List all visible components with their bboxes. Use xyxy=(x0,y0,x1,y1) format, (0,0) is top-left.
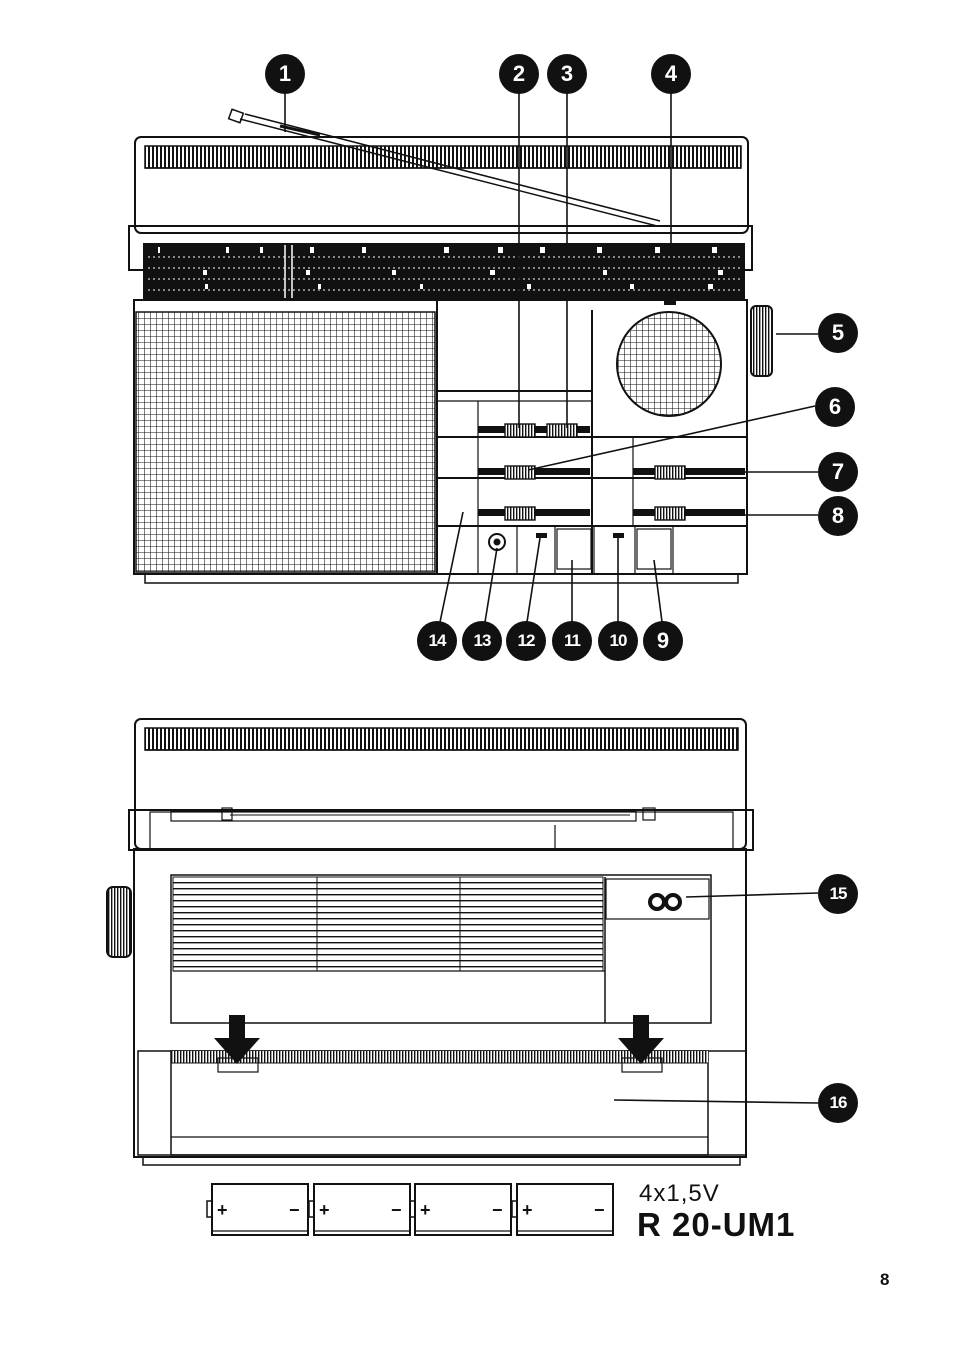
battery-cell: + − xyxy=(206,1183,309,1236)
battery-row: + − + − + − + − xyxy=(206,1183,614,1236)
slider-knob-2[interactable] xyxy=(504,423,536,438)
battery-minus: − xyxy=(492,1200,503,1220)
antenna-stowed xyxy=(170,807,656,850)
callout-15: 15 xyxy=(818,874,858,914)
radio-back-view xyxy=(106,718,754,1166)
battery-plus: + xyxy=(217,1200,228,1220)
battery-voltage-label: 4x1,5V xyxy=(639,1180,720,1207)
callout-leaders-front xyxy=(284,92,818,623)
mains-label-plate xyxy=(605,878,710,920)
arrow-down-icon xyxy=(618,1015,664,1064)
slider-knob-6[interactable] xyxy=(504,465,536,480)
callout-8: 8 xyxy=(818,496,858,536)
speaker-grille xyxy=(135,311,436,573)
slider-knob-8[interactable] xyxy=(654,506,686,521)
rear-vent xyxy=(172,876,604,972)
push-button-11[interactable] xyxy=(556,528,592,570)
push-button-9[interactable] xyxy=(636,528,672,570)
callout-leaders-back xyxy=(613,892,819,1104)
callout-13: 13 xyxy=(462,621,502,661)
callout-6: 6 xyxy=(815,387,855,427)
battery-plus: + xyxy=(522,1200,533,1220)
radio-front-view xyxy=(128,108,773,584)
infinity-icon xyxy=(648,893,682,911)
side-knob[interactable] xyxy=(750,305,773,377)
callout-5: 5 xyxy=(818,313,858,353)
tuning-scale xyxy=(143,243,745,305)
callout-10: 10 xyxy=(598,621,638,661)
slider-knob-3[interactable] xyxy=(546,423,578,438)
battery-cell: + − xyxy=(409,1183,512,1236)
indicator-10 xyxy=(613,533,624,538)
battery-plus: + xyxy=(420,1200,431,1220)
battery-type-label: R 20-UM1 xyxy=(637,1206,796,1243)
telescopic-antenna xyxy=(227,108,661,227)
callout-1: 1 xyxy=(265,54,305,94)
slider-knob-7[interactable] xyxy=(654,465,686,480)
battery-cell: + − xyxy=(308,1183,411,1236)
indicator-12 xyxy=(536,533,547,538)
arrow-down-icon xyxy=(214,1015,260,1064)
battery-compartment-lid[interactable] xyxy=(170,1050,709,1156)
callout-11: 11 xyxy=(552,621,592,661)
slider-knob-14[interactable] xyxy=(504,506,536,521)
battery-minus: − xyxy=(289,1200,300,1220)
callout-12: 12 xyxy=(506,621,546,661)
battery-minus: − xyxy=(391,1200,402,1220)
callout-2: 2 xyxy=(499,54,539,94)
carry-handle xyxy=(134,136,749,234)
callout-4: 4 xyxy=(651,54,691,94)
callout-7: 7 xyxy=(818,452,858,492)
back-side-knob[interactable] xyxy=(106,886,132,958)
battery-cell: + − xyxy=(511,1183,614,1236)
tweeter-grille xyxy=(616,311,722,417)
battery-plus: + xyxy=(319,1200,330,1220)
callout-16: 16 xyxy=(818,1083,858,1123)
callout-3: 3 xyxy=(547,54,587,94)
battery-minus: − xyxy=(594,1200,605,1220)
page-number: 8 xyxy=(880,1270,890,1289)
callout-14: 14 xyxy=(417,621,457,661)
callout-9: 9 xyxy=(643,621,683,661)
